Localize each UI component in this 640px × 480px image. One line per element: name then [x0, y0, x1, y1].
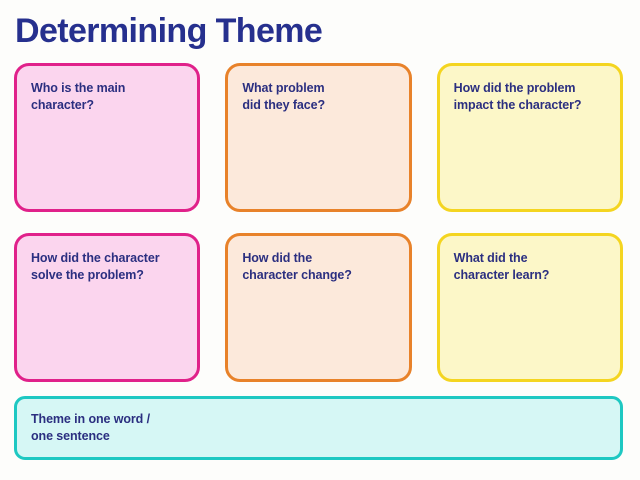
page-title: Determining Theme: [15, 12, 323, 50]
prompt-card-label: How did the problem impact the character…: [453, 81, 582, 112]
prompt-card-character-change[interactable]: How did the character change?: [225, 233, 412, 382]
prompt-card-character-learn[interactable]: What did the character learn?: [436, 233, 623, 382]
prompt-card-problem-impact[interactable]: How did the problem impact the character…: [436, 63, 623, 212]
prompt-card-label: How did the character solve the problem?: [31, 251, 160, 282]
prompt-card-label: How did the character change?: [242, 251, 352, 282]
prompt-card-main-character[interactable]: Who is the main character?: [14, 63, 201, 212]
prompt-card-grid: Who is the main character? What problem …: [14, 63, 623, 382]
prompt-card-label: What problem did they face?: [242, 81, 325, 112]
prompt-card-label: What did the character learn?: [453, 251, 550, 282]
theme-summary-card[interactable]: Theme in one word / one sentence: [14, 396, 623, 460]
prompt-card-problem-solved[interactable]: How did the character solve the problem?: [14, 233, 201, 382]
theme-summary-label: Theme in one word / one sentence: [31, 412, 150, 443]
prompt-card-label: Who is the main character?: [31, 81, 126, 112]
prompt-card-problem-faced[interactable]: What problem did they face?: [225, 63, 412, 212]
